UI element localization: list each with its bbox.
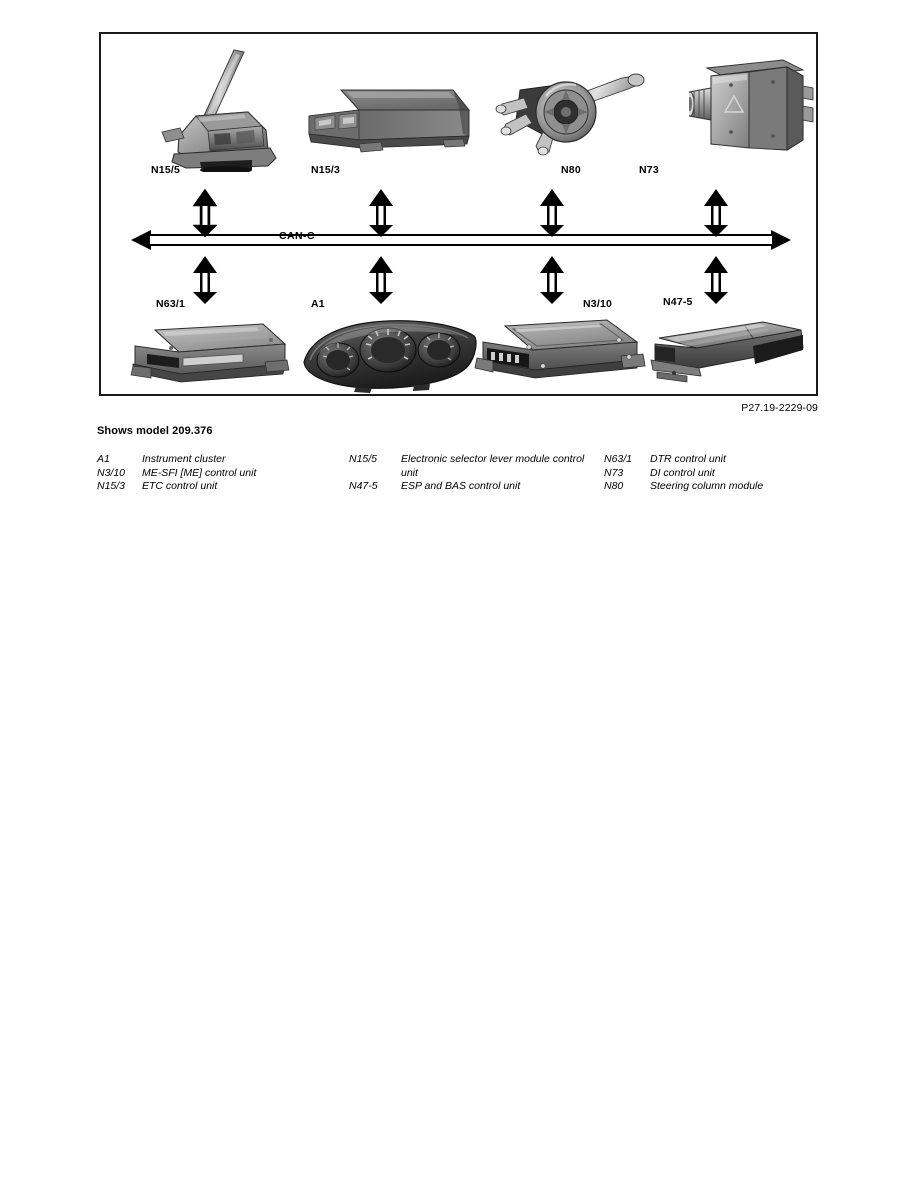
legend-item: N63/1 DTR control unit: [604, 453, 854, 467]
legend-item: N3/10 ME-SFI [ME] control unit: [97, 467, 349, 481]
selector-lever-module-icon: [156, 44, 286, 172]
legend-item: A1 Instrument cluster: [97, 453, 349, 467]
legend-column-3: N63/1 DTR control unit N73 DI control un…: [604, 453, 854, 494]
bus-connector-arrow-top-4: [704, 189, 728, 237]
dtr-control-unit-icon: [125, 318, 305, 390]
legend-item: N73 DI control unit: [604, 467, 854, 481]
node-label-n15-3: N15/3: [311, 164, 341, 176]
legend-code: N63/1: [604, 453, 633, 465]
legend-item: N15/3 ETC control unit: [97, 480, 349, 494]
node-label-n3-10: N3/10: [583, 298, 613, 310]
legend-code: N73: [604, 466, 624, 479]
node-label-n80: N80: [561, 164, 581, 176]
node-label-n47-5: N47-5: [663, 296, 693, 308]
legend-item: N15/5 Electronic selector lever module c…: [349, 453, 604, 480]
legend-description: Electronic selector lever module control…: [401, 453, 585, 479]
legend-description: ME-SFI [ME] control unit: [142, 466, 257, 479]
node-label-n73: N73: [639, 164, 659, 176]
di-control-unit-icon: [689, 52, 819, 167]
bus-connector-arrow-top-3: [540, 189, 564, 237]
legend: A1 Instrument cluster N3/10 ME-SFI [ME] …: [97, 453, 857, 494]
bus-connector-arrow-bottom-4: [704, 256, 728, 304]
esp-bas-control-unit-icon: [641, 318, 811, 390]
legend-column-2: N15/5 Electronic selector lever module c…: [349, 453, 604, 494]
legend-item: N47-5 ESP and BAS control unit: [349, 480, 604, 494]
legend-description: Instrument cluster: [142, 453, 226, 465]
figure-reference-code: P27.19-2229-09: [741, 402, 818, 414]
legend-item: N80 Steering column module: [604, 480, 854, 494]
figure-caption: Shows model 209.376: [97, 425, 213, 437]
legend-code: N15/3: [97, 480, 126, 492]
legend-code: N47-5: [349, 480, 378, 492]
node-label-a1: A1: [311, 298, 325, 310]
legend-code: A1: [97, 453, 110, 465]
node-label-n15-5: N15/5: [151, 164, 181, 176]
steering-column-module-icon: [494, 62, 654, 167]
legend-description: ESP and BAS control unit: [401, 480, 521, 492]
can-c-bus-line: [131, 229, 791, 251]
legend-code: N15/5: [349, 453, 378, 465]
legend-column-1: A1 Instrument cluster N3/10 ME-SFI [ME] …: [97, 453, 349, 494]
bus-connector-arrow-top-1: [193, 189, 217, 237]
bus-connector-arrow-bottom-3: [540, 256, 564, 304]
etc-control-unit-icon: [303, 84, 473, 164]
me-sfi-control-unit-icon: [471, 316, 651, 392]
legend-code: N80: [604, 480, 624, 492]
legend-description: DTR control unit: [650, 453, 726, 465]
can-c-bus-label: CAN-C: [279, 230, 315, 242]
bus-connector-arrow-top-2: [369, 189, 393, 237]
legend-description: ETC control unit: [142, 480, 218, 492]
legend-description: Steering column module: [650, 480, 764, 492]
legend-code: N3/10: [97, 466, 126, 479]
bus-connector-arrow-bottom-1: [193, 256, 217, 304]
node-label-n63-1: N63/1: [156, 298, 186, 310]
figure-frame: N15/5: [99, 32, 818, 396]
bus-connector-arrow-bottom-2: [369, 256, 393, 304]
legend-description: DI control unit: [650, 466, 715, 479]
instrument-cluster-icon: [296, 314, 481, 394]
